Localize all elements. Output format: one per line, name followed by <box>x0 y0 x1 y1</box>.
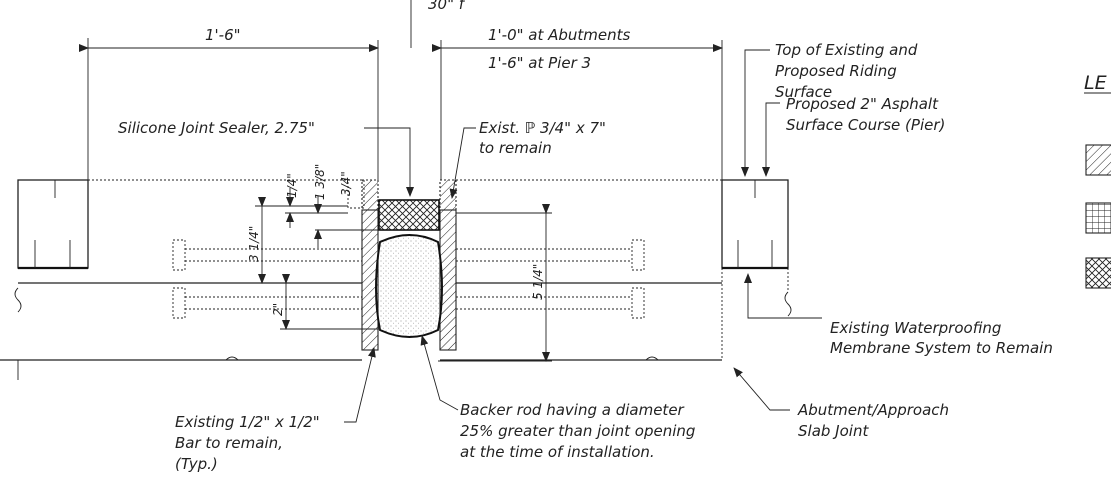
dim-three-and-quarter: 3 1/4" <box>247 226 261 262</box>
left-small-dims: 1/4" 1 3/8" 3/4" 3 1/4" 2" <box>247 164 380 330</box>
label-silicone-sealer: Silicone Joint Sealer, 2.75" <box>118 119 315 137</box>
label-asphalt-2: Surface Course (Pier) <box>786 116 945 134</box>
dim-five-and-quarter: 5 1/4" <box>531 264 545 300</box>
dim-right-abutments: 1'-0" at Abutments <box>488 26 631 44</box>
label-slab-joint-1: Abutment/Approach <box>797 401 949 419</box>
slab-outline <box>0 179 792 380</box>
legend: LE <box>1084 72 1111 289</box>
label-bar-3: (Typ.) <box>175 455 218 473</box>
callouts: Silicone Joint Sealer, 2.75" Exist. ℙ 3/… <box>118 41 1053 473</box>
legend-swatch-cross-hatch <box>1085 257 1111 289</box>
label-top-surface-1: Top of Existing and <box>775 41 918 59</box>
right-end-block <box>721 179 789 270</box>
dim-top-center: 30" f <box>428 0 467 13</box>
label-backer-1: Backer rod having a diameter <box>460 401 685 419</box>
label-exist-plate-2: to remain <box>479 139 552 157</box>
label-slab-joint-2: Slab Joint <box>798 422 869 440</box>
label-waterproof-1: Existing Waterproofing <box>830 319 1001 337</box>
legend-swatch-diagonal-hatch <box>1085 144 1111 176</box>
right-dim: 5 1/4" <box>438 204 552 362</box>
label-bar-1: Existing 1/2" x 1/2" <box>175 413 320 431</box>
silicone-sealer <box>378 199 440 231</box>
dim-one-three-eighths: 1 3/8" <box>313 164 327 200</box>
dim-right-pier: 1'-6" at Pier 3 <box>488 54 591 72</box>
label-exist-plate-1: Exist. ℙ 3/4" x 7" <box>479 119 606 137</box>
dim-quarter: 1/4" <box>285 173 299 198</box>
legend-swatch-grid-hatch <box>1085 202 1111 234</box>
label-asphalt-1: Proposed 2" Asphalt <box>786 95 939 113</box>
dim-three-quarters: 3/4" <box>339 171 353 196</box>
legend-title: LE <box>1084 72 1107 94</box>
label-bar-2: Bar to remain, <box>175 434 283 452</box>
label-backer-2: 25% greater than joint opening <box>460 422 695 440</box>
label-top-surface-3: Surface <box>775 83 832 101</box>
top-dimensions: 30" f 1'-6" 1'-0" at Abutments 1'-6" at … <box>79 0 723 180</box>
label-backer-3: at the time of installation. <box>460 443 655 461</box>
dim-two: 2" <box>271 303 285 316</box>
backer-rod <box>375 234 443 338</box>
label-top-surface-2: Proposed Riding <box>775 62 897 80</box>
dim-left-width: 1'-6" <box>205 26 241 44</box>
label-waterproof-2: Membrane System to Remain <box>830 339 1053 357</box>
left-end-block <box>14 179 89 313</box>
